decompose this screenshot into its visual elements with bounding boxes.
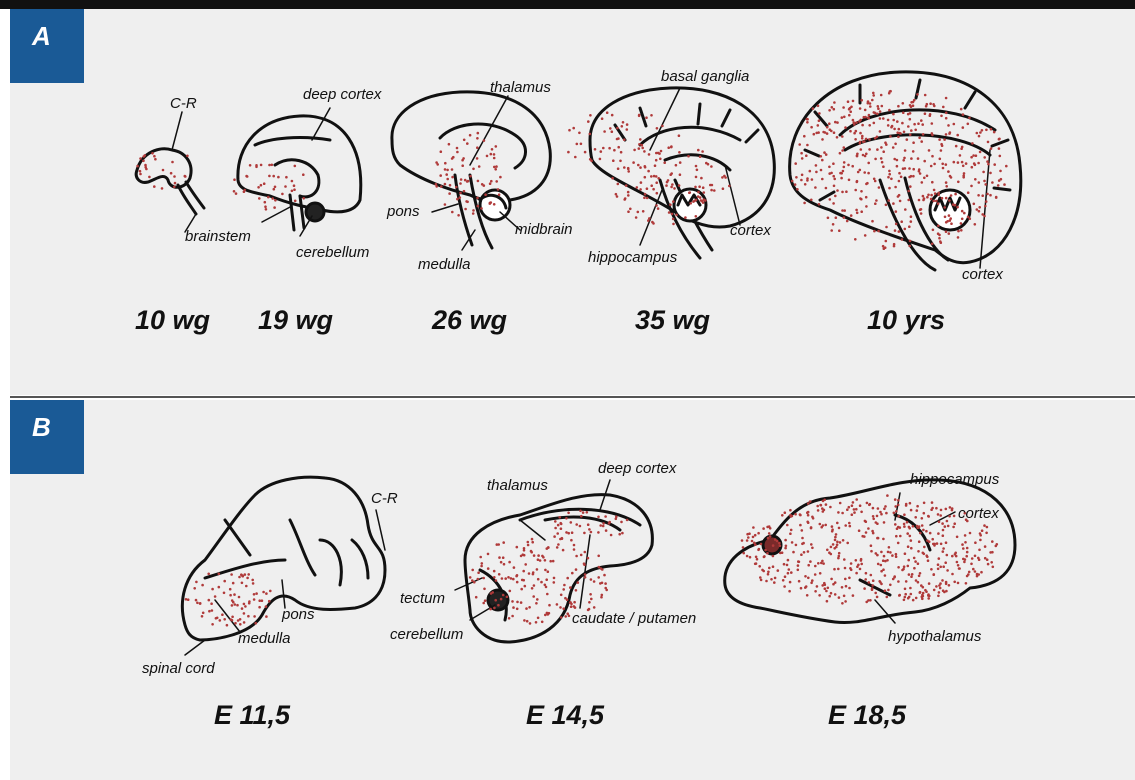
label-cr-a: C-R [170, 95, 197, 112]
label-pons-a: pons [387, 203, 420, 220]
brain-10yrs [790, 72, 1021, 270]
label-basal-ganglia-a: basal ganglia [661, 68, 749, 85]
label-midbrain-a: midbrain [515, 221, 573, 238]
stage-label-a-3: 26 wg [432, 305, 507, 336]
label-hippocampus-b: hippocampus [910, 471, 999, 488]
stage-label-b-1: E 11,5 [214, 700, 290, 731]
label-pons-b: pons [282, 606, 315, 623]
label-tectum-b: tectum [400, 590, 445, 607]
stage-label-a-5: 10 yrs [867, 305, 945, 336]
expression-dots [136, 90, 1007, 627]
label-thalamus-b: thalamus [487, 477, 548, 494]
label-cortex-b: cortex [958, 505, 999, 522]
label-spinal-cord-b: spinal cord [142, 660, 215, 677]
label-cortex-35wg: cortex [730, 222, 771, 239]
label-hippocampus-a: hippocampus [588, 249, 677, 266]
label-caudate-putamen-b: caudate / putamen [572, 610, 696, 627]
label-cortex-10yrs: cortex [962, 266, 1003, 283]
label-deep-cortex-a: deep cortex [303, 86, 381, 103]
leader-lines-b [185, 480, 955, 655]
stage-label-a-4: 35 wg [635, 305, 710, 336]
label-medulla-a: medulla [418, 256, 471, 273]
stage-label-b-3: E 18,5 [828, 700, 906, 731]
stage-label-a-1: 10 wg [135, 305, 210, 336]
label-medulla-b: medulla [238, 630, 291, 647]
label-cerebellum-a: cerebellum [296, 244, 369, 261]
label-cerebellum-b: cerebellum [390, 626, 463, 643]
brain-19wg [238, 116, 361, 230]
stage-label-a-2: 19 wg [258, 305, 333, 336]
stage-label-b-2: E 14,5 [526, 700, 604, 731]
label-deep-cortex-b: deep cortex [598, 460, 676, 477]
label-hypothalamus-b: hypothalamus [888, 628, 981, 645]
brain-10wg [136, 149, 204, 214]
label-cr-b: C-R [371, 490, 398, 507]
label-thalamus-a: thalamus [490, 79, 551, 96]
label-brainstem-a: brainstem [185, 228, 251, 245]
